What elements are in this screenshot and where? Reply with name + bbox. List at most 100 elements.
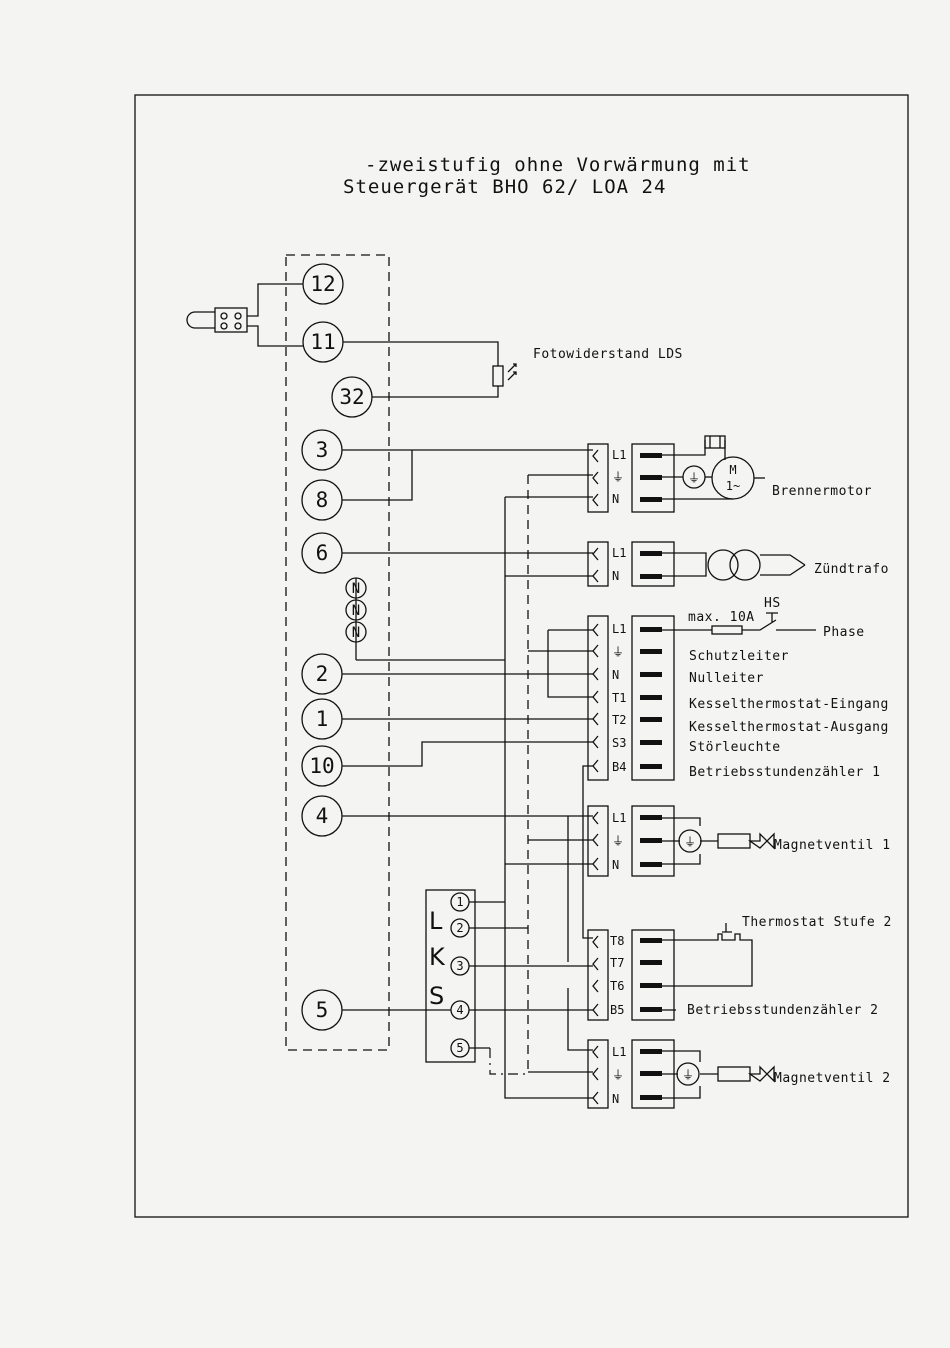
flame-sensor-probe xyxy=(186,283,303,347)
main-label-fault-lamp: Störleuchte xyxy=(689,740,781,755)
title-line-1: -zweistufig ohne Vorwärmung mit xyxy=(365,154,751,176)
svg-text:L1: L1 xyxy=(612,811,626,825)
svg-text:10: 10 xyxy=(309,754,334,778)
svg-text:2: 2 xyxy=(316,662,329,686)
bus-t1 xyxy=(547,630,593,698)
svg-text:N: N xyxy=(612,492,619,506)
ignition-transformer-coil-1 xyxy=(707,549,739,581)
terminal-11: 11 xyxy=(302,321,344,363)
valve-2-icon xyxy=(700,1065,775,1083)
terminal-4: 4 xyxy=(301,795,343,837)
svg-text:S3: S3 xyxy=(612,736,626,750)
main-label-thermostat-out: Kesselthermostat-Ausgang xyxy=(689,720,889,735)
burner-motor-label: Brennermotor xyxy=(772,484,872,499)
terminal-10: 10 xyxy=(301,745,343,787)
valve-1-icon xyxy=(700,832,775,850)
plug-burner-motor: L1 ⏚ N xyxy=(587,443,675,513)
svg-text:M: M xyxy=(729,463,736,477)
thermostat-stage-2-icon xyxy=(662,923,753,987)
ignition-transformer-coil-2 xyxy=(729,549,761,581)
main-label-neutral: Nulleiter xyxy=(689,671,764,686)
svg-text:T8: T8 xyxy=(610,934,624,948)
svg-text:K: K xyxy=(429,943,446,971)
switch-label: HS xyxy=(764,596,781,611)
terminal-3: 3 xyxy=(301,429,343,471)
svg-text:4: 4 xyxy=(456,1003,463,1017)
valve-1-label: Magnetventil 1 xyxy=(774,838,891,853)
svg-text:L1: L1 xyxy=(612,546,626,560)
svg-text:32: 32 xyxy=(339,385,364,409)
lks-block: L K S 1 2 3 4 5 xyxy=(425,889,476,1063)
svg-text:T1: T1 xyxy=(612,691,626,705)
valve-2-earth-icon: ⏚ xyxy=(682,1068,694,1082)
svg-text:5: 5 xyxy=(316,998,329,1022)
svg-text:⏚: ⏚ xyxy=(612,645,624,659)
svg-text:12: 12 xyxy=(310,272,335,296)
svg-text:1: 1 xyxy=(316,707,329,731)
plug-stage-2: T8 T7 T6 B5 xyxy=(587,929,675,1021)
svg-text:4: 4 xyxy=(316,804,329,828)
svg-text:2: 2 xyxy=(456,921,463,935)
svg-text:N: N xyxy=(612,1092,619,1106)
main-label-earth: Schutzleiter xyxy=(689,649,789,664)
svg-text:6: 6 xyxy=(316,541,329,565)
main-label-thermostat-in: Kesselthermostat-Eingang xyxy=(689,697,889,712)
svg-text:L: L xyxy=(429,907,443,935)
svg-text:N: N xyxy=(612,569,619,583)
terminal-2: 2 xyxy=(301,653,343,695)
terminal-32: 32 xyxy=(331,376,373,418)
plug-valve-2: L1 ⏚ N xyxy=(587,1039,675,1109)
svg-text:T7: T7 xyxy=(610,956,624,970)
main-label-hour-counter-1: Betriebsstundenzähler 1 xyxy=(689,765,881,780)
svg-text:1~: 1~ xyxy=(726,479,740,493)
terminal-8: 8 xyxy=(301,479,343,521)
valve-1-earth-icon: ⏚ xyxy=(684,835,696,849)
wire-terminal-10 xyxy=(342,741,593,767)
plug-valve-1: L1 ⏚ N xyxy=(587,805,675,877)
svg-text:N: N xyxy=(612,668,619,682)
svg-text:T6: T6 xyxy=(610,979,624,993)
svg-text:1: 1 xyxy=(456,895,463,909)
svg-text:5: 5 xyxy=(456,1041,463,1055)
neutral-terminals: N N N xyxy=(345,577,367,660)
svg-text:8: 8 xyxy=(316,488,329,512)
terminal-1: 1 xyxy=(301,698,343,740)
svg-text:3: 3 xyxy=(456,959,463,973)
svg-text:S: S xyxy=(429,982,444,1010)
plug-ignition: L1 N xyxy=(587,541,675,587)
svg-text:⏚: ⏚ xyxy=(612,470,624,484)
plug-main: L1 ⏚ N T1 T2 S3 B4 xyxy=(587,615,675,781)
valve-2-label: Magnetventil 2 xyxy=(774,1071,891,1086)
svg-text:11: 11 xyxy=(310,330,335,354)
wire-terminal-8 xyxy=(342,450,413,501)
diagram-frame xyxy=(134,94,909,1218)
fuse-label: max. 10A xyxy=(688,610,755,625)
ignition-label: Zündtrafo xyxy=(814,562,889,577)
valve-1-coil xyxy=(717,833,751,849)
svg-text:⏚: ⏚ xyxy=(612,834,624,848)
terminal-5: 5 xyxy=(301,989,343,1031)
valve-2-coil xyxy=(717,1066,751,1082)
svg-text:⏚: ⏚ xyxy=(612,1068,624,1082)
svg-text:L1: L1 xyxy=(612,622,626,636)
hour-counter-2-label: Betriebsstundenzähler 2 xyxy=(687,1003,879,1018)
svg-text:L1: L1 xyxy=(612,1045,626,1059)
neutral-bus xyxy=(504,497,593,1099)
svg-text:B4: B4 xyxy=(612,760,626,774)
svg-text:L1: L1 xyxy=(612,448,626,462)
svg-text:B5: B5 xyxy=(610,1003,624,1017)
phase-label: Phase xyxy=(823,625,865,640)
terminal-12: 12 xyxy=(302,263,344,305)
svg-text:T2: T2 xyxy=(612,713,626,727)
thermostat-stage-2-label: Thermostat Stufe 2 xyxy=(742,915,892,930)
terminal-6: 6 xyxy=(301,532,343,574)
title-line-2: Steuergerät BHO 62/ LOA 24 xyxy=(343,176,666,198)
photo-resistor xyxy=(343,341,517,398)
burner-motor-earth-icon: ⏚ xyxy=(688,471,700,485)
controller-box xyxy=(285,254,390,1051)
svg-text:N: N xyxy=(612,858,619,872)
photo-resistor-label: Fotowiderstand LDS xyxy=(533,347,683,362)
fuse-icon xyxy=(711,625,743,635)
